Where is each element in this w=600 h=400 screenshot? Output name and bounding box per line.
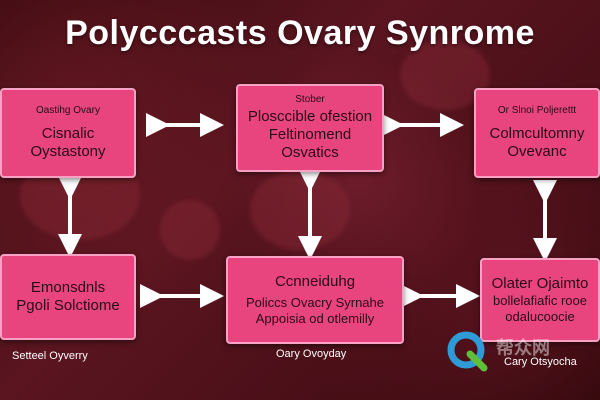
box-top-right-heading: Or Slnoi Poljerettt — [497, 105, 577, 116]
box-top-left-heading: Oastihg Ovary — [36, 105, 100, 116]
box-top-left-line1: Cisnalic — [41, 125, 95, 142]
box-top-right: Or Slnoi Poljerettt Colmcultomny Ovevanc — [474, 88, 600, 178]
box-top-center: Stober Plosccible ofestion Feltinomend O… — [236, 84, 384, 172]
box-bottom-center-line2: Policcs Ovacry Syrnahe — [246, 295, 384, 310]
watermark-text: 帮众网 — [496, 338, 550, 358]
box-bottom-left-line1: Emonsdnls — [30, 279, 106, 296]
box-top-right-line1: Colmcultomny — [489, 125, 585, 142]
caption-bottom-center: Oary Ovoyday — [276, 348, 347, 360]
box-bottom-center: Ccnneiduhg Policcs Ovacry Syrnahe Appois… — [226, 256, 404, 344]
box-bottom-left-line2: Pgoli Solctiome — [16, 297, 120, 314]
box-top-center-heading: Stober — [295, 94, 325, 105]
box-bottom-right-line3: odalucoocie — [505, 309, 575, 324]
box-bottom-right-line1: Olater Ojaimto — [491, 275, 589, 292]
box-top-center-line2: Feltinomend — [268, 126, 352, 143]
caption-bottom-left: Setteel Oyverry — [12, 350, 88, 362]
box-top-center-line3: Osvatics — [281, 144, 339, 161]
box-top-left: Oastihg Ovary Cisnalic Oystastony — [0, 88, 136, 178]
box-top-left-line2: Oystastony — [30, 143, 106, 160]
box-bottom-right-line2: bollelafiafic rooe — [493, 293, 587, 308]
box-top-center-line1: Plosccible ofestion — [247, 108, 373, 125]
watermark-logo-icon — [447, 331, 488, 372]
box-bottom-center-line1: Ccnneiduhg — [274, 273, 356, 290]
box-bottom-left: Emonsdnls Pgoli Solctiome — [0, 254, 136, 340]
box-bottom-right: Olater Ojaimto bollelafiafic rooe odaluc… — [480, 258, 600, 342]
caption-bottom-right: Cary Otsyocha — [504, 356, 577, 368]
page-title: Polycccasts Ovary Synrome — [65, 14, 535, 52]
box-bottom-center-line3: Appoisia od otlemilly — [255, 311, 375, 326]
box-top-right-line2: Ovevanc — [507, 143, 567, 160]
